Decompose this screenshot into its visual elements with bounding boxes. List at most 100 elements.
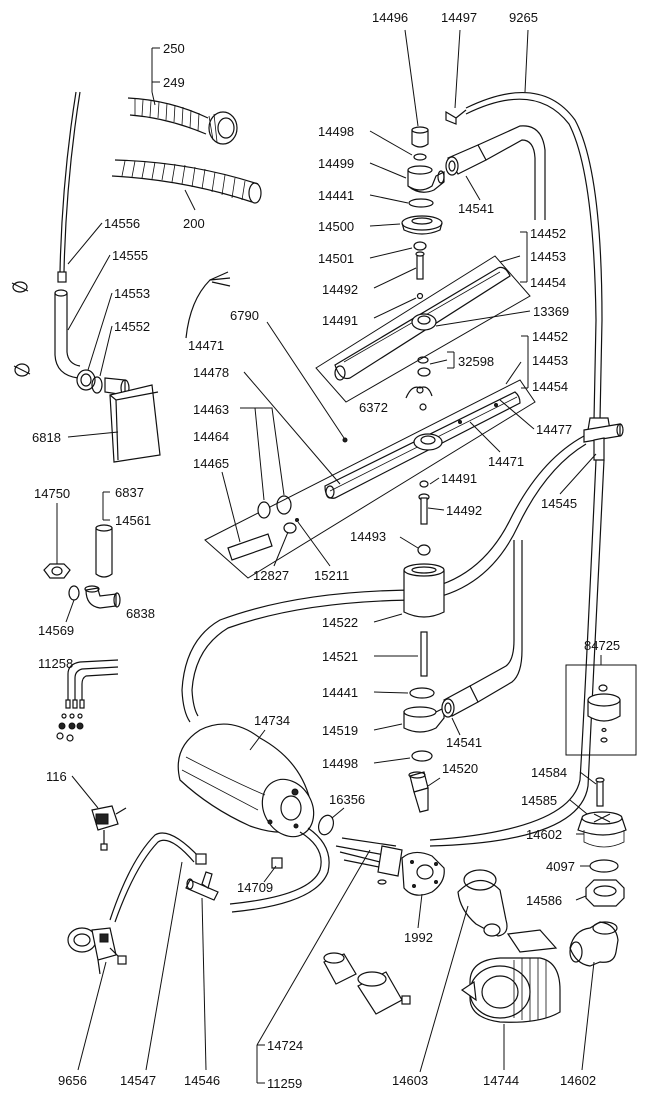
- label-14602b: 14602: [560, 1073, 596, 1088]
- label-11259: 11259: [267, 1076, 302, 1091]
- label-14441a: 14441: [318, 188, 354, 203]
- gasket-14552: [91, 376, 103, 394]
- clip-6372: [405, 386, 433, 411]
- label-14463: 14463: [193, 402, 229, 417]
- label-14734: 14734: [254, 713, 290, 728]
- label-14586: 14586: [526, 893, 562, 908]
- elbow-14519: [403, 706, 445, 733]
- label-14541b: 14541: [446, 735, 482, 750]
- tray-lower: [204, 379, 536, 579]
- oring-14441a: [408, 198, 434, 208]
- spray-arm-14471: [324, 391, 521, 499]
- parts-14463-14464: [257, 495, 292, 519]
- label-14522: 14522: [322, 615, 358, 630]
- shaft-14492b: [418, 493, 430, 525]
- label-14520: 14520: [442, 761, 478, 776]
- parts-12827-15211: [283, 518, 299, 534]
- cap-14602a: [577, 811, 627, 848]
- label-14464: 14464: [193, 429, 229, 444]
- label-14452b: 14452: [532, 329, 568, 344]
- cover-6818: [109, 384, 161, 463]
- hose-249: [127, 97, 238, 145]
- nut-14553: [76, 369, 96, 391]
- heater-14724: [335, 837, 403, 885]
- label-12827: 12827: [253, 568, 289, 583]
- pump-14744: [460, 929, 561, 1023]
- rod-14521: [420, 631, 428, 677]
- tube-14547: [109, 832, 207, 923]
- label-6372: 6372: [359, 400, 388, 415]
- shaft-14492a: [415, 251, 425, 280]
- label-6837: 6837: [115, 485, 144, 500]
- oring-14441b: [409, 687, 435, 699]
- elbow-14602b: [569, 921, 619, 967]
- label-6838: 6838: [126, 606, 155, 621]
- tube-14556: [57, 91, 81, 283]
- label-13369: 13369: [533, 304, 569, 319]
- label-14521: 14521: [322, 649, 358, 664]
- nut-14750: [43, 563, 71, 579]
- label-6790: 6790: [230, 308, 259, 323]
- label-14553: 14553: [114, 286, 150, 301]
- label-116: 116: [46, 769, 67, 784]
- clip-14491a: [416, 292, 424, 300]
- gasket-14569: [68, 585, 80, 601]
- heater-11258: [65, 659, 119, 709]
- label-14500: 14500: [318, 219, 354, 234]
- label-250: 250: [163, 41, 185, 56]
- label-14492b: 14492: [446, 503, 482, 518]
- label-14709: 14709: [237, 880, 273, 895]
- inset-84725: [565, 655, 637, 756]
- knob-14496: [411, 126, 429, 148]
- label-84725: 84725: [584, 638, 620, 653]
- washer-14501: [413, 241, 427, 251]
- elbow-14541b: [441, 540, 523, 718]
- spray-arm-13369: [334, 266, 511, 381]
- oring-14498b: [411, 750, 433, 762]
- wire-14471: [185, 271, 231, 339]
- tee-14545: [583, 423, 624, 461]
- label-14545: 14545: [541, 496, 577, 511]
- label-9265: 9265: [509, 10, 538, 25]
- label-14499: 14499: [318, 156, 354, 171]
- label-16356: 16356: [329, 792, 365, 807]
- label-15211: 15211: [314, 568, 349, 583]
- label-14556: 14556: [104, 216, 140, 231]
- label-14491b: 14491: [441, 471, 477, 486]
- sleeve-14561: [95, 524, 113, 578]
- label-14493: 14493: [350, 529, 386, 544]
- label-14453b: 14453: [532, 353, 568, 368]
- label-14465: 14465: [193, 456, 229, 471]
- nut-14586: [585, 879, 625, 907]
- label-14492a: 14492: [322, 282, 358, 297]
- elbow-14541a: [445, 125, 546, 220]
- tray-upper: [315, 255, 531, 403]
- label-14555: 14555: [112, 248, 148, 263]
- label-14441b: 14441: [322, 685, 358, 700]
- pump-9656: [67, 927, 127, 975]
- label-14552: 14552: [114, 319, 150, 334]
- label-14496: 14496: [372, 10, 408, 25]
- label-14471b: 14471: [488, 454, 524, 469]
- label-14519: 14519: [322, 723, 358, 738]
- label-14478: 14478: [193, 365, 229, 380]
- part-14465: [227, 533, 273, 561]
- label-14454b: 14454: [532, 379, 568, 394]
- label-14497: 14497: [441, 10, 477, 25]
- label-14569: 14569: [38, 623, 74, 638]
- tank-14734: [177, 723, 315, 838]
- label-14724: 14724: [267, 1038, 303, 1053]
- label-14561: 14561: [115, 513, 151, 528]
- oring-14498a: [413, 153, 427, 161]
- label-14750: 14750: [34, 486, 70, 501]
- nozzle-14497: [445, 109, 467, 125]
- oring-4097: [589, 859, 619, 873]
- label-14454a: 14454: [530, 275, 566, 290]
- sleeve-14522: [403, 563, 445, 618]
- label-11258: 11258: [38, 656, 73, 671]
- label-14498b: 14498: [322, 756, 358, 771]
- label-14471a: 14471: [188, 338, 224, 353]
- label-32598: 32598: [458, 354, 494, 369]
- elbow-14555: [54, 289, 81, 379]
- clip-14491b: [419, 480, 429, 488]
